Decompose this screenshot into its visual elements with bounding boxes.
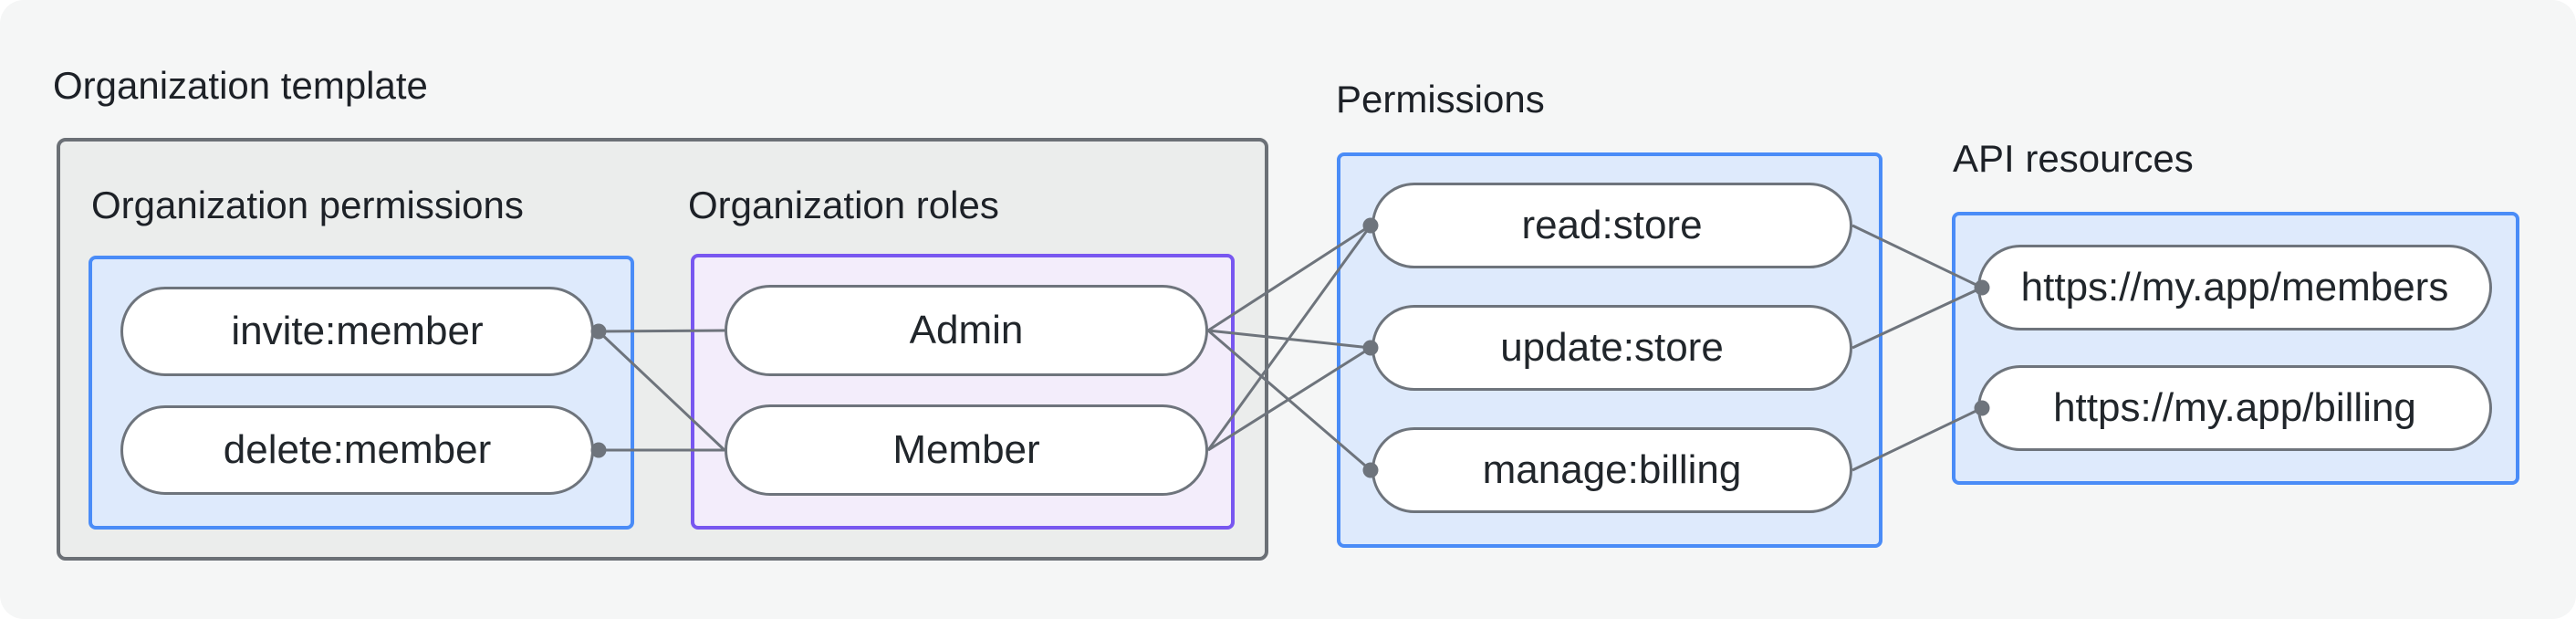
node-billing-url: https://my.app/billing	[1977, 365, 2492, 451]
node-member-label: Member	[892, 427, 1040, 472]
node-read-store: read:store	[1371, 183, 1852, 268]
node-delete-member-label: delete:member	[223, 427, 492, 472]
node-invite-member: invite:member	[120, 287, 594, 376]
node-members-url-label: https://my.app/members	[2020, 265, 2449, 310]
org-roles-heading: Organization roles	[688, 184, 999, 226]
node-billing-url-label: https://my.app/billing	[2053, 385, 2416, 430]
node-read-store-label: read:store	[1521, 203, 1703, 247]
node-invite-member-label: invite:member	[231, 309, 484, 353]
api-resources-heading: API resources	[1953, 137, 2194, 180]
node-manage-billing-label: manage:billing	[1482, 447, 1742, 492]
permissions-heading: Permissions	[1336, 78, 1545, 121]
node-admin: Admin	[725, 285, 1208, 376]
node-update-store-label: update:store	[1500, 325, 1724, 370]
node-update-store: update:store	[1371, 305, 1852, 391]
node-members-url: https://my.app/members	[1977, 245, 2492, 330]
node-manage-billing: manage:billing	[1371, 427, 1852, 513]
org-permissions-heading: Organization permissions	[91, 184, 524, 226]
node-admin-label: Admin	[909, 308, 1024, 352]
node-delete-member: delete:member	[120, 405, 594, 495]
org-template-heading: Organization template	[53, 64, 428, 107]
node-member: Member	[725, 404, 1208, 496]
